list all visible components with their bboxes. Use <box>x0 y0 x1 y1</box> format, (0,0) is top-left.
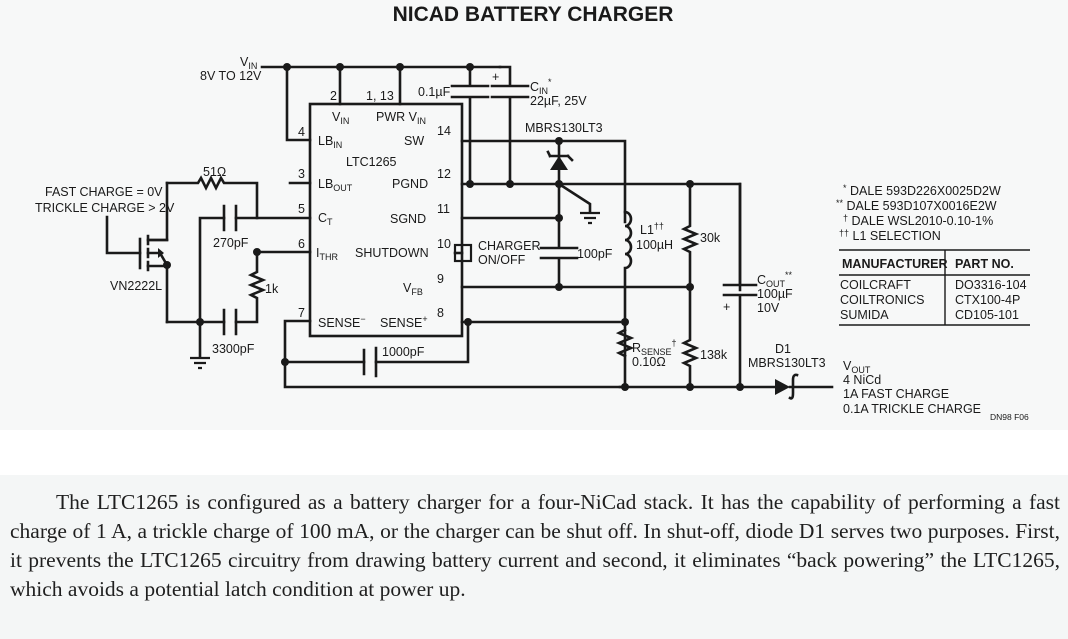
pin-num: 9 <box>437 272 444 286</box>
table-cell: CD105-101 <box>955 308 1019 322</box>
charger-switch <box>453 243 473 263</box>
d1-label: D1 <box>775 342 791 356</box>
footnote: † DALE WSL2010-0.10-1% <box>843 213 993 228</box>
table-header: PART NO. <box>955 257 1014 271</box>
c270-label: 270pF <box>213 236 249 250</box>
pin-num: 14 <box>437 124 451 138</box>
pin-name: SENSE− <box>318 314 366 330</box>
l1-label: L1†† <box>640 221 664 237</box>
l1-value: 100µH <box>636 238 673 252</box>
cout-value2: 10V <box>757 301 780 315</box>
pin-num: 10 <box>437 237 451 251</box>
pin-num: 3 <box>298 167 305 181</box>
c01-label: 0.1µF <box>418 85 451 99</box>
schematic: NICAD BATTERY CHARGER VIN 8V TO 12V LTC1… <box>35 3 1030 422</box>
rsense-label: RSENSE† <box>632 338 677 357</box>
pin-num: 5 <box>298 202 305 216</box>
vn2222l-mosfet <box>105 215 171 324</box>
pin-name: SHUTDOWN <box>355 246 429 260</box>
rsense-resistor <box>615 328 635 358</box>
table-cell: COILTRONICS <box>840 293 925 307</box>
description-panel <box>0 475 1068 639</box>
schematic-panel <box>0 0 1068 430</box>
ct-network <box>165 204 312 370</box>
r138k-label: 138k <box>700 348 728 362</box>
vout-line3: 0.1A TRICKLE CHARGE <box>843 402 981 416</box>
pin-name: SENSE+ <box>380 314 428 330</box>
mosfet-label: VN2222L <box>110 279 162 293</box>
pin-name: SW <box>404 134 424 148</box>
c3300-label: 3300pF <box>212 342 255 356</box>
pin-num: 1, 13 <box>366 89 394 103</box>
vin-label: VIN <box>240 55 257 71</box>
cout-label: COUT** <box>757 270 793 289</box>
footnote: * DALE 593D226X0025D2W <box>843 183 1001 198</box>
pin-num: 4 <box>298 125 305 139</box>
table-cell: CTX100-4P <box>955 293 1020 307</box>
paragraph-text: The LTC1265 is configured as a battery c… <box>10 490 1060 601</box>
footnote: ** DALE 593D107X0016E2W <box>836 198 997 213</box>
l1-selection-table: MANUFACTURER PART NO. COILCRAFT DO3316-1… <box>839 249 1030 326</box>
schottky-label: MBRS130LT3 <box>525 121 603 135</box>
r51-label: 51Ω <box>203 165 226 179</box>
figure-id: DN98 F06 <box>990 412 1029 422</box>
pin-name: PGND <box>392 177 428 191</box>
svg-text:+: + <box>492 70 499 84</box>
switch-label-1: CHARGER <box>478 239 541 253</box>
table-cell: COILCRAFT <box>840 278 911 292</box>
pin-num: 12 <box>437 167 451 181</box>
pin-num: 7 <box>298 306 305 320</box>
pin-name: LBOUT <box>318 177 353 193</box>
control-label-fast: FAST CHARGE = 0V <box>45 185 163 199</box>
pin-num: 8 <box>437 306 444 320</box>
pin-num: 6 <box>298 237 305 251</box>
description-paragraph: The LTC1265 is configured as a battery c… <box>10 488 1060 604</box>
table-header: MANUFACTURER <box>842 257 948 271</box>
footnote: †† L1 SELECTION <box>839 228 941 243</box>
l1-inductor <box>621 210 633 389</box>
figure-title: NICAD BATTERY CHARGER <box>393 3 674 26</box>
pin-name: PWR VIN <box>376 110 426 126</box>
pin-num: 11 <box>437 202 450 216</box>
vout-line1: 4 NiCd <box>843 373 881 387</box>
c1000-label: 1000pF <box>382 345 425 359</box>
pin-name: VIN <box>332 110 349 126</box>
r51-resistor <box>148 175 259 242</box>
vout-line2: 1A FAST CHARGE <box>843 387 949 401</box>
pin-name: CT <box>318 211 333 227</box>
ic-name: LTC1265 <box>346 155 397 169</box>
cin-value: 22µF, 25V <box>530 94 587 108</box>
table-cell: DO3316-104 <box>955 278 1027 292</box>
cout-capacitor: + <box>722 182 758 389</box>
rsense-value: 0.10Ω <box>632 355 666 369</box>
r30k-label: 30k <box>700 231 721 245</box>
cin-label: CIN* <box>530 77 552 96</box>
vin-range: 8V TO 12V <box>200 69 262 83</box>
ltc1265-ic <box>308 102 464 338</box>
vout-label: VOUT <box>843 359 871 375</box>
pin-name: VFB <box>403 281 423 297</box>
c100p-label: 100pF <box>577 247 613 261</box>
r1k-label: 1k <box>265 282 279 296</box>
pin-name: ITHR <box>316 246 338 262</box>
svg-text:+: + <box>723 300 730 314</box>
footnotes: * DALE 593D226X0025D2W ** DALE 593D107X0… <box>836 183 1001 243</box>
pin-name: LBIN <box>318 134 342 150</box>
switch-node <box>460 137 742 292</box>
control-label-trickle: TRICKLE CHARGE > 2V <box>35 201 175 215</box>
d1-part: MBRS130LT3 <box>748 356 826 370</box>
input-capacitors: + <box>450 65 530 188</box>
feedback-divider <box>680 180 700 389</box>
output-rail <box>618 373 834 400</box>
pin-num: 2 <box>330 89 337 103</box>
switch-label-2: ON/OFF <box>478 253 526 267</box>
table-cell: SUMIDA <box>840 308 889 322</box>
cout-value1: 100µF <box>757 287 793 301</box>
pin-name: SGND <box>390 212 426 226</box>
sense-network <box>281 318 622 389</box>
